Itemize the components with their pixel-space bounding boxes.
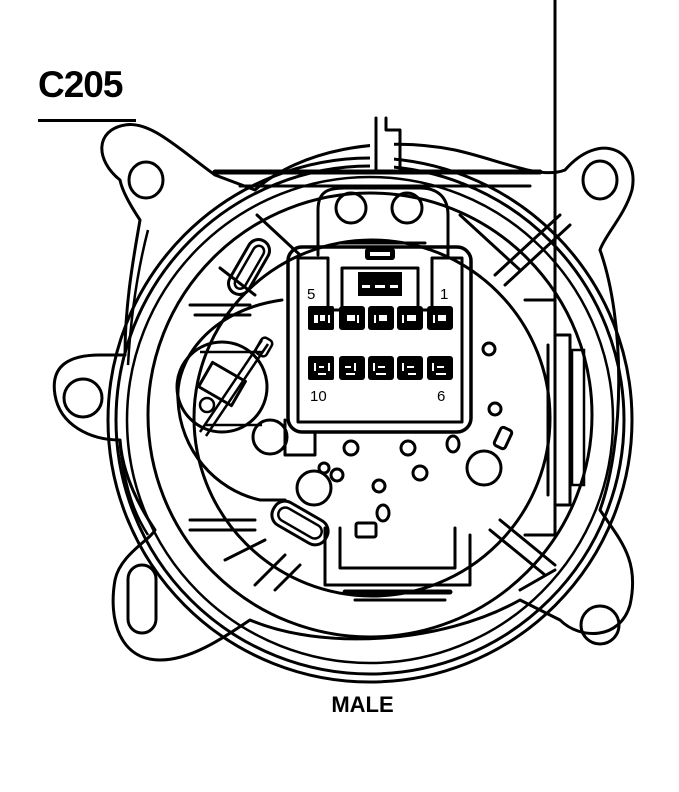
mount-hole-top-left <box>127 160 165 200</box>
outer-rings <box>106 156 634 684</box>
pin-cavity-1[interactable] <box>427 306 453 330</box>
pin-cavity-5[interactable] <box>308 306 334 330</box>
pin-row-bottom <box>308 356 453 380</box>
pin-cavity-9[interactable] <box>339 356 365 380</box>
right-latch <box>523 0 586 537</box>
top-key-tab <box>212 116 543 188</box>
boss-large-lower-left <box>295 469 333 507</box>
lock-latch <box>358 272 402 296</box>
boss-large-left <box>251 418 289 456</box>
face-holes <box>295 341 514 539</box>
pin-cavity-2[interactable] <box>397 306 423 330</box>
boss-large-right <box>465 449 503 487</box>
radial-ribs <box>188 213 572 592</box>
pin-cavity-10[interactable] <box>308 356 334 380</box>
pin-label-1: 1 <box>440 286 448 303</box>
pin-cavity-6[interactable] <box>427 356 453 380</box>
pin-label-5: 5 <box>307 286 315 303</box>
pin-label-6: 6 <box>437 388 445 405</box>
retaining-clips <box>227 238 330 547</box>
flange-body <box>52 122 635 662</box>
bottom-latch <box>323 526 472 602</box>
mount-hole-left <box>62 377 104 419</box>
pin-cavity-4[interactable] <box>339 306 365 330</box>
alignment-hole-left <box>334 191 368 225</box>
pin-cavity-8[interactable] <box>368 356 394 380</box>
gender-label: MALE <box>331 692 394 717</box>
pin-cavity-7[interactable] <box>397 356 423 380</box>
left-rotary-element <box>175 298 317 502</box>
mount-hole-top-right <box>581 159 619 201</box>
mount-hole-bottom-right <box>579 604 621 646</box>
pin-cavity-3[interactable] <box>368 306 394 330</box>
connector-id-label: C205 <box>38 64 123 105</box>
pin-label-10: 10 <box>310 388 327 405</box>
upper-alignment-boss <box>316 186 450 257</box>
alignment-hole-right <box>390 191 424 225</box>
mount-slot-bottom-left <box>126 563 158 635</box>
pin-row-top <box>308 306 453 330</box>
mounting-holes <box>62 159 621 646</box>
connector-id-underline <box>38 119 136 122</box>
